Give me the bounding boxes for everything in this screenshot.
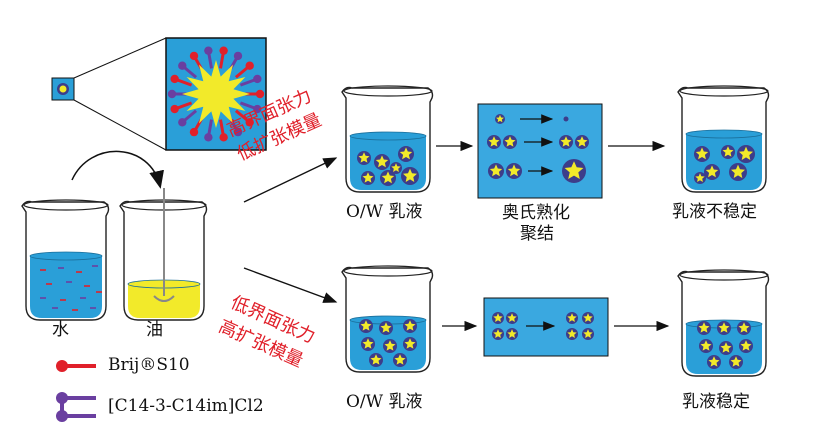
label-coalescence: 聚结	[520, 224, 554, 244]
legend-brij-label: Brij®S10	[108, 355, 190, 375]
oil-beaker	[119, 188, 208, 321]
stable-droplets-process	[492, 312, 594, 340]
stable-emulsion-beaker	[677, 269, 770, 377]
label-unstable: 乳液不稳定	[672, 202, 757, 222]
arrow-high-tension	[243, 157, 338, 203]
unstable-emulsion-beaker	[677, 85, 770, 193]
ow-emulsion-beaker-bottom	[341, 265, 434, 373]
label-ostwald: 奥氏熟化	[502, 203, 570, 223]
label-oil: 油	[146, 320, 163, 340]
ostwald-ripening-process	[487, 114, 589, 183]
legend-gemini-text: [C14-3-C14im]Cl2	[108, 396, 264, 416]
label-stable: 乳液稳定	[682, 392, 750, 412]
arrow-low-tension	[243, 267, 338, 303]
water-beaker	[21, 199, 110, 321]
ow-emulsion-beaker-top	[341, 85, 434, 193]
label-ow-emulsion-top: O/W 乳液	[346, 202, 423, 222]
gemini-icon	[56, 392, 96, 422]
pour-arrow	[71, 150, 164, 189]
stable-panel	[483, 297, 609, 357]
legend-brij-text: Brij®S10	[108, 355, 190, 375]
legend-gemini-label: [C14-3-C14im]Cl2	[108, 396, 264, 416]
label-ow-emulsion-bottom: O/W 乳液	[346, 392, 423, 412]
surfactant-coated-droplet	[167, 46, 265, 142]
label-water: 水	[52, 320, 69, 340]
brij-icon	[56, 360, 96, 372]
zoom-inset	[51, 37, 267, 151]
